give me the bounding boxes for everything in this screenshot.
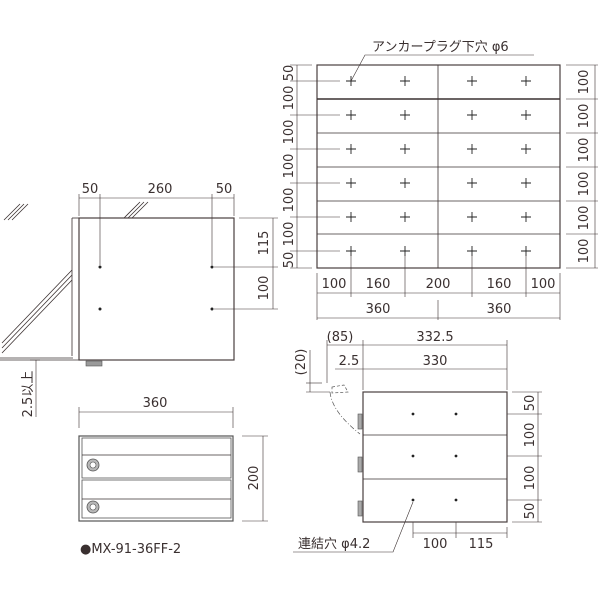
anchor-hole-cross [400, 110, 410, 120]
dim-bottom-2: 200 [426, 277, 451, 292]
lock-icon [86, 458, 100, 472]
dim-left-4: 100 [282, 188, 297, 213]
dim-bottom-3: 160 [487, 277, 512, 292]
dim-side-left-2: 50 [216, 182, 233, 197]
wall-hatch [0, 201, 149, 361]
dim-left-5: 100 [282, 222, 297, 247]
anchor-hole-cross [521, 246, 531, 256]
dim-right-0: 100 [577, 70, 592, 95]
mailbox-side-outline [78, 217, 235, 361]
anchor-hole-marks [346, 76, 531, 256]
dim-left-1: 100 [282, 86, 297, 111]
side-view-right: (85) 332.5 2.5 330 (20) 50 100 100 50 10… [293, 330, 542, 553]
anchor-hole-cross [346, 178, 356, 188]
dim-left-2: 100 [282, 120, 297, 145]
mailbox-side-outline-right [362, 391, 508, 523]
anchor-hole-cross [400, 144, 410, 154]
dim-side-left-115: 115 [257, 231, 272, 256]
dim-332-5: 332.5 [416, 330, 453, 345]
front-width-dim: 360 [143, 396, 168, 411]
anchor-hole-cross [467, 246, 477, 256]
dim-left-6: 50 [282, 252, 297, 269]
floor-gap-label: 2.5以上 [21, 371, 36, 418]
dim-left-3: 100 [282, 154, 297, 179]
anchor-hole-cross [400, 178, 410, 188]
dim-115: 115 [469, 537, 494, 552]
mount-holes [98, 265, 214, 311]
connect-hole-callout: 連結穴 φ4.2 [298, 537, 370, 552]
plan-outline [316, 64, 561, 269]
anchor-hole-cross [346, 144, 356, 154]
left-extension-lines [290, 64, 340, 269]
dim-right-1: 100 [577, 104, 592, 129]
dim-right-100-a: 100 [523, 423, 538, 448]
anchor-hole-cross [400, 212, 410, 222]
upper-unit [81, 437, 232, 479]
dim-2-5: 2.5 [339, 354, 360, 369]
plan-view: 50 100 100 100 100 100 50 100 100 100 10… [282, 40, 598, 320]
door-swing-arc [329, 391, 361, 435]
dim-bottom-1: 160 [366, 277, 391, 292]
dim-20: (20) [294, 349, 309, 376]
anchor-hole-cross [400, 76, 410, 86]
model-label: ●MX-91-36FF-2 [80, 542, 181, 557]
dim-right-100-b: 100 [523, 466, 538, 491]
anchor-hole-cross [521, 144, 531, 154]
dim-side-left-0: 50 [82, 182, 99, 197]
connect-callout-leader [293, 501, 414, 553]
anchor-hole-cross [467, 212, 477, 222]
anchor-hole-cross [346, 212, 356, 222]
dim-bottom-4: 100 [531, 277, 556, 292]
dim-bottom-0: 100 [322, 277, 347, 292]
anchor-hole-cross [346, 246, 356, 256]
anchor-hole-cross [521, 212, 531, 222]
dim-85: (85) [327, 330, 354, 345]
dim-right-50-top: 50 [523, 395, 538, 412]
dim-330: 330 [423, 354, 448, 369]
connect-holes [411, 412, 458, 502]
anchor-hole-cross [467, 144, 477, 154]
dim-right-50-bottom: 50 [523, 503, 538, 520]
anchor-hole-cross [346, 110, 356, 120]
dim-right-2: 100 [577, 138, 592, 163]
foot-icon [85, 360, 103, 367]
dim-bottom-total-left: 360 [366, 302, 391, 317]
dim-bottom-total-right: 360 [487, 302, 512, 317]
anchor-hole-cross [400, 246, 410, 256]
anchor-plug-callout: アンカープラグ下穴 φ6 [372, 40, 509, 55]
dim-right-5: 100 [577, 239, 592, 264]
side-view-left: 50 260 50 115 100 2.5以上 [0, 182, 278, 417]
front-height-dim: 200 [247, 466, 262, 491]
dim-100: 100 [423, 537, 448, 552]
dim-left-0: 50 [282, 65, 297, 82]
anchor-hole-cross [467, 110, 477, 120]
front-view: 360 200 ●MX-91-36FF-2 [78, 396, 268, 557]
dim-right-3: 100 [577, 172, 592, 197]
dim-side-left-100: 100 [257, 276, 272, 301]
anchor-hole-cross [521, 110, 531, 120]
lid-icon [331, 384, 349, 394]
plan-row-lines [317, 98, 560, 235]
dim-right-4: 100 [577, 206, 592, 231]
anchor-hole-cross [467, 76, 477, 86]
lock-icon [86, 500, 100, 514]
anchor-hole-cross [521, 76, 531, 86]
dim-side-left-1: 260 [148, 182, 173, 197]
hinge-icons [357, 413, 363, 517]
anchor-callout-leader [350, 54, 534, 82]
anchor-hole-cross [467, 178, 477, 188]
anchor-hole-cross [521, 178, 531, 188]
